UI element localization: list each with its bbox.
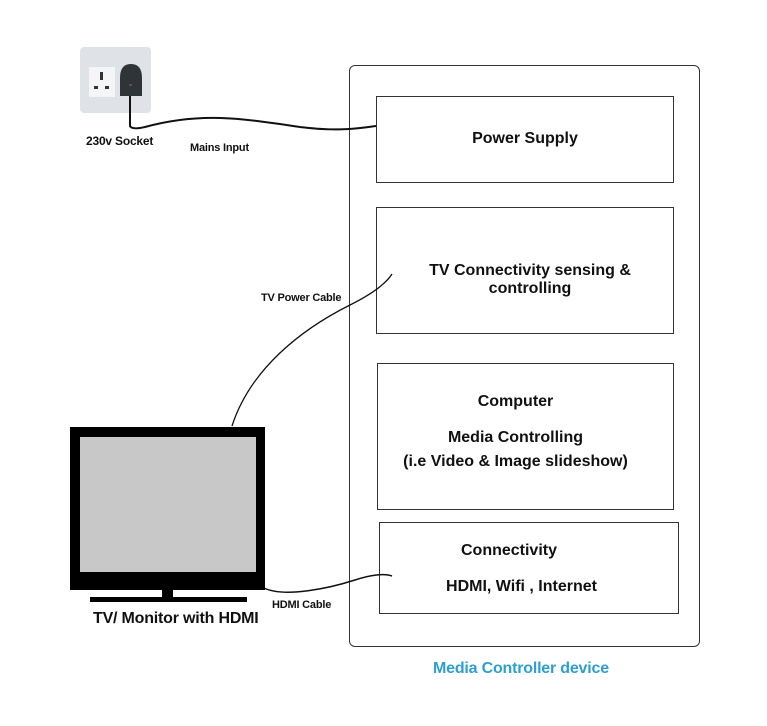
computer-label: Computer <box>477 393 554 410</box>
hdmi-cable <box>263 573 393 593</box>
power-supply-label: Power Supply <box>472 130 578 147</box>
tv-monitor-icon <box>70 427 265 602</box>
computer-block: Computer Media Controlling (i.e Video & … <box>377 363 674 510</box>
tv-monitor-label: TV/ Monitor with HDMI <box>93 610 259 627</box>
socket-label: 230v Socket <box>86 134 154 148</box>
device-title: Media Controller device <box>433 660 609 677</box>
tv-power-cable-label: TV Power Cable <box>261 292 342 304</box>
power-supply-block: Power Supply <box>376 96 674 183</box>
media-controlling-label: Media Controlling <box>447 429 584 446</box>
hdmi-cable-label: HDMI Cable <box>272 599 332 611</box>
tv-connectivity-label: TV Connectivity sensing & controlling <box>429 262 631 297</box>
connectivity-detail: HDMI, Wifi , Internet <box>446 578 597 595</box>
media-controlling-detail: (i.e Video & Image slideshow) <box>403 453 628 470</box>
media-controller-device-frame <box>349 65 700 647</box>
connectivity-label: Connectivity <box>460 542 557 559</box>
tv-power-cable <box>231 273 393 427</box>
connectivity-block: Connectivity HDMI, Wifi , Internet <box>379 522 679 614</box>
mains-input-cable <box>129 96 377 131</box>
tv-connectivity-block: TV Connectivity sensing & controlling <box>376 207 674 334</box>
uk-plug-socket-icon <box>80 47 151 113</box>
mains-input-label: Mains Input <box>190 142 249 154</box>
